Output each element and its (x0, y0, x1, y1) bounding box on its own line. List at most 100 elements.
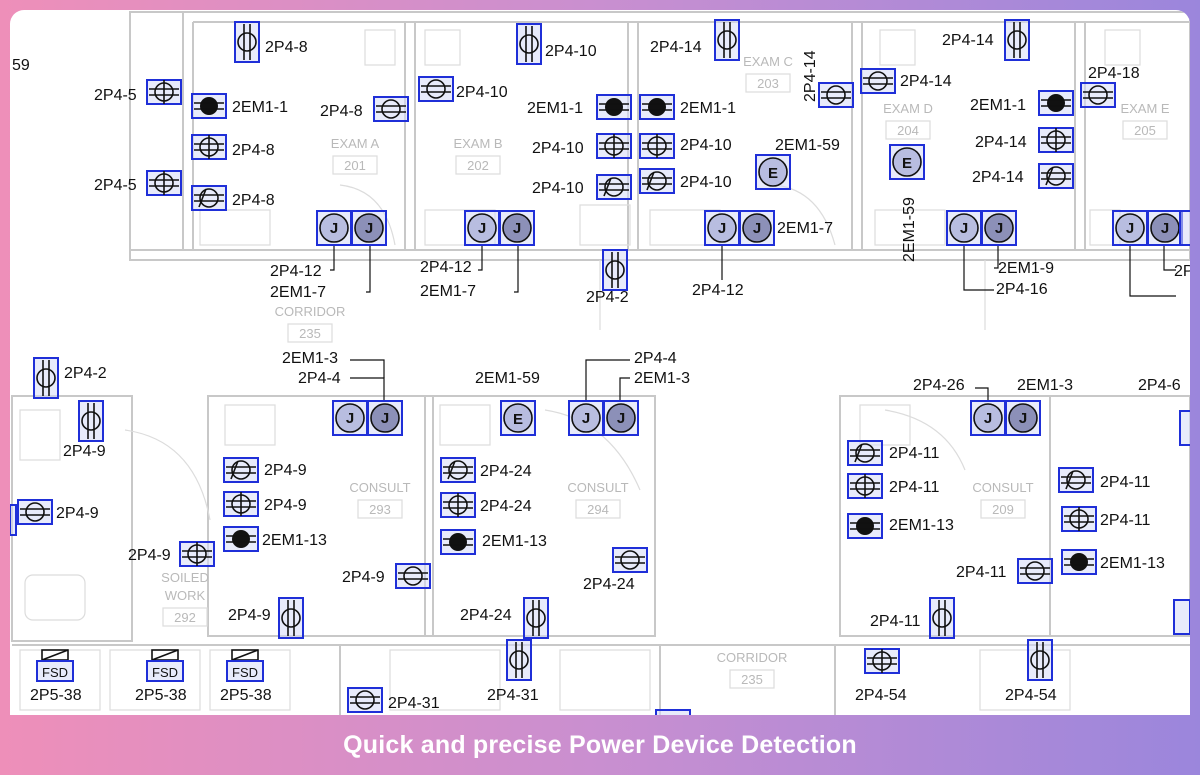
circuit-label: 2P4-10 (545, 43, 597, 60)
fire-smoke-damper-icon: FSD (226, 649, 264, 682)
receptacle-icon (179, 541, 215, 567)
room-number: 203 (757, 76, 779, 91)
receptacle-icon (78, 400, 104, 442)
circuit-label: 2P4-11 (1100, 512, 1151, 529)
circuit-label: 2P4-9 (128, 547, 171, 564)
circuit-label: 2EM1-7 (777, 220, 833, 237)
emergency-device-icon: E (889, 144, 925, 180)
receptacle-icon (860, 68, 896, 94)
room-name: EXAM B (453, 136, 502, 151)
fsd-label: FSD (232, 665, 258, 680)
junction-label: J (1019, 410, 1027, 427)
junction-box-icon: J (603, 400, 639, 436)
circuit-label: 2P4-8 (232, 142, 275, 159)
circuit-label: 2P4-11 (870, 613, 921, 630)
room-number: 294 (587, 502, 609, 517)
room-name: EXAM C (743, 54, 793, 69)
circuit-label: 2P4-8 (232, 192, 275, 209)
receptacle-icon (847, 513, 883, 539)
receptacle-icon (655, 709, 691, 715)
room-name: CONSULT (567, 480, 628, 495)
receptacle-icon (1038, 90, 1074, 116)
emergency-device-icon: E (500, 400, 536, 436)
room-name: WORK (165, 588, 206, 603)
circuit-label: 2P4-8 (265, 39, 308, 56)
circuit-label: 2EM1-9 (998, 260, 1054, 277)
circuit-label: 2P4-14 (975, 134, 1027, 151)
receptacle-icon (929, 597, 955, 639)
circuit-label: 2EM1-3 (634, 370, 690, 387)
circuit-label: 2P4-10 (680, 174, 732, 191)
receptacle-icon (516, 23, 542, 65)
junction-label: J (1161, 220, 1169, 237)
room-number: 235 (741, 672, 763, 687)
junction-label: J (478, 220, 486, 237)
receptacle-icon (10, 504, 17, 536)
circuit-label: 2EM1-59 (475, 370, 540, 387)
junction-label: J (617, 410, 625, 427)
circuit-label: 2P4-10 (532, 140, 584, 157)
receptacle-icon (223, 491, 259, 517)
circuit-label: 2EM1-13 (1100, 555, 1165, 572)
receptacle-icon (223, 526, 259, 552)
room-number: 209 (992, 502, 1014, 517)
emergency-label: E (768, 165, 778, 182)
junction-label: J (984, 410, 992, 427)
circuit-label: 2P4-14 (802, 50, 819, 102)
receptacle-icon (847, 473, 883, 499)
receptacle-icon (146, 170, 182, 196)
floor-plan-drawing: EXAM A 201 EXAM B 202 EXAM C 203 EXAM D … (10, 11, 1190, 715)
receptacle-icon (1027, 639, 1053, 681)
room-name: EXAM A (331, 136, 380, 151)
receptacle-icon (440, 529, 476, 555)
receptacle-icon (1173, 599, 1190, 635)
junction-label: J (365, 220, 373, 237)
receptacle-icon (1058, 467, 1094, 493)
receptacle-icon (1061, 506, 1097, 532)
junction-label: J (330, 220, 338, 237)
circuit-label: 2P (1174, 263, 1190, 280)
circuit-labels: 59 2P4-8 2P4-5 2EM1-1 2P4-8 2P4-5 2P4-8 … (12, 32, 1190, 712)
circuit-label: 2P4-9 (264, 497, 307, 514)
receptacle-icon (33, 357, 59, 399)
circuit-label: 2P4-14 (900, 73, 952, 90)
junction-label: J (995, 220, 1003, 237)
receptacle-icon (612, 547, 648, 573)
room-name: CONSULT (349, 480, 410, 495)
receptacle-icon (596, 94, 632, 120)
circuit-label: 2P4-2 (586, 289, 629, 306)
junction-label: J (753, 220, 761, 237)
circuit-label: 2EM1-13 (889, 517, 954, 534)
circuit-label: 2P4-24 (480, 498, 532, 515)
circuit-label: 59 (12, 57, 30, 74)
emergency-device-icon: E (755, 154, 791, 190)
circuit-label: 2P4-5 (94, 87, 137, 104)
circuit-label: 2P4-18 (1088, 65, 1140, 82)
circuit-label: 2P4-10 (532, 180, 584, 197)
fsd-label: FSD (152, 665, 178, 680)
receptacle-icon (818, 82, 854, 108)
receptacle-icon (639, 133, 675, 159)
circuit-label: 2P4-5 (94, 177, 137, 194)
fire-smoke-damper-icon: FSD (36, 649, 74, 682)
receptacle-icon (146, 79, 182, 105)
circuit-label: 2P4-10 (680, 137, 732, 154)
receptacle-icon (278, 597, 304, 639)
circuit-label: 2EM1-1 (970, 97, 1026, 114)
circuit-label: 2P4-12 (270, 263, 322, 280)
circuit-label: 2P4-9 (264, 462, 307, 479)
receptacle-icon (1061, 549, 1097, 575)
circuit-label: 2EM1-1 (527, 100, 583, 117)
junction-box-icon: J (1112, 210, 1148, 246)
circuit-label: 2EM1-1 (680, 100, 736, 117)
room-name: CORRIDOR (275, 304, 346, 319)
junction-box-icon: J (316, 210, 352, 246)
circuit-label: 2P4-54 (1005, 687, 1057, 704)
circuit-label: 2P4-8 (320, 103, 363, 120)
receptacle-icon (440, 457, 476, 483)
receptacle-icon (191, 93, 227, 119)
circuit-label: 2P4-26 (913, 377, 965, 394)
junction-box-icon: J (946, 210, 982, 246)
fire-smoke-damper-icon: FSD (146, 649, 184, 682)
